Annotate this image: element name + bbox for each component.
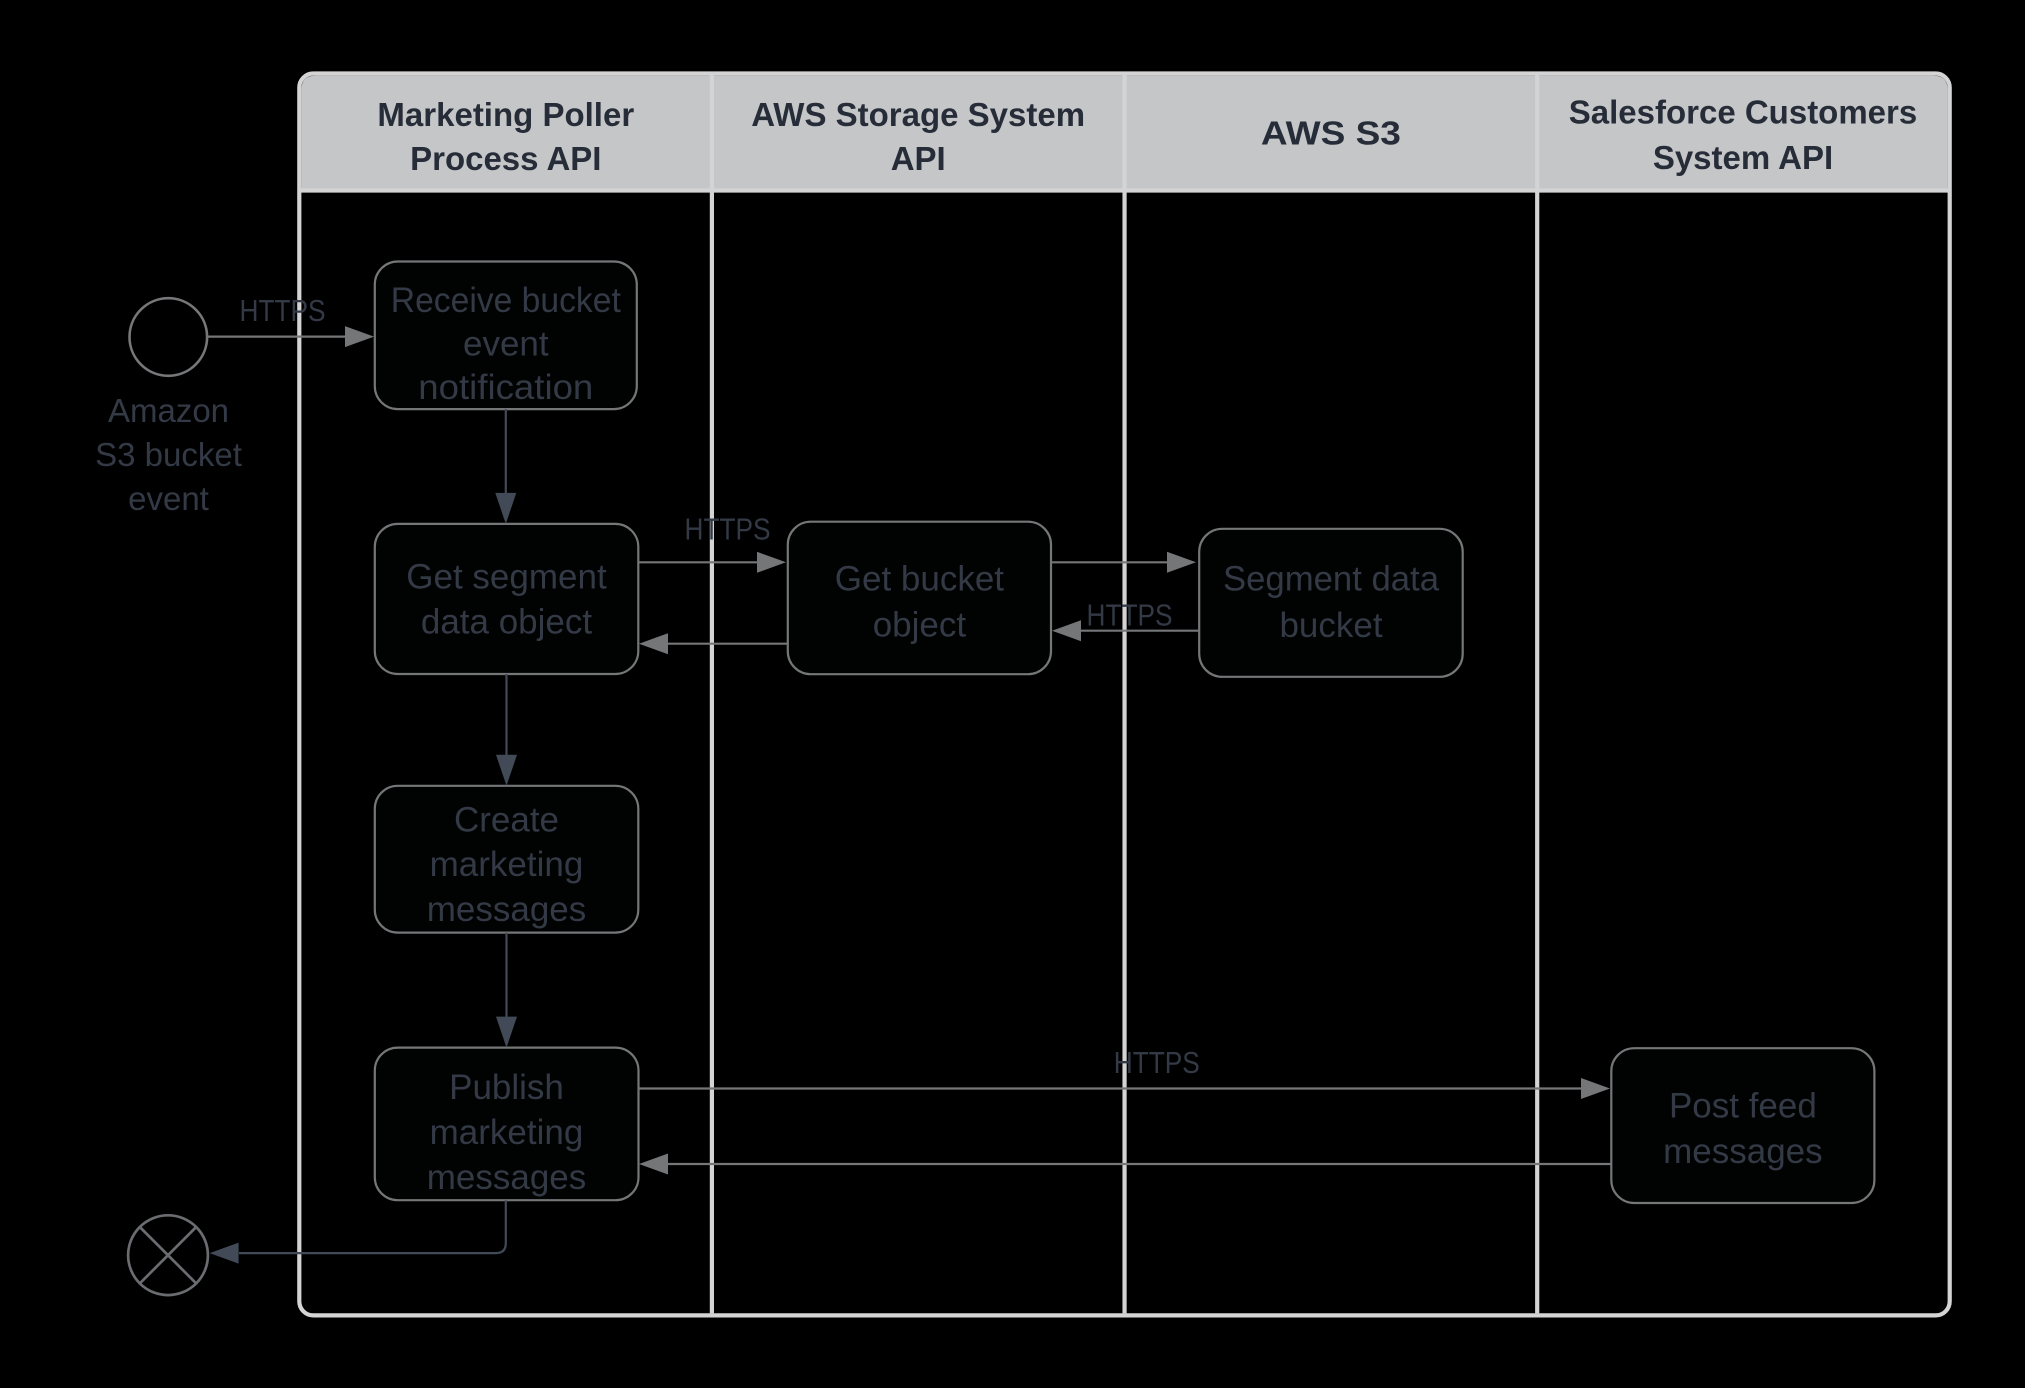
svg-text:event: event <box>463 325 549 364</box>
svg-text:AWS Storage System: AWS Storage System <box>751 96 1085 133</box>
svg-text:Amazon: Amazon <box>108 392 229 429</box>
svg-text:Get segment: Get segment <box>406 558 607 597</box>
svg-text:Get bucket: Get bucket <box>835 560 1005 599</box>
svg-text:Marketing Poller: Marketing Poller <box>377 96 634 133</box>
svg-text:System API: System API <box>1653 139 1833 176</box>
svg-text:HTTPS: HTTPS <box>1087 597 1173 632</box>
svg-text:Segment data: Segment data <box>1223 560 1440 599</box>
svg-text:HTTPS: HTTPS <box>1114 1045 1200 1080</box>
svg-text:HTTPS: HTTPS <box>685 511 771 546</box>
svg-text:AWS S3: AWS S3 <box>1261 115 1401 152</box>
svg-text:marketing: marketing <box>430 845 584 884</box>
svg-text:messages: messages <box>1663 1132 1823 1171</box>
svg-text:object: object <box>873 606 967 645</box>
svg-text:Process API: Process API <box>410 140 601 177</box>
svg-text:Receive bucket: Receive bucket <box>391 281 621 320</box>
svg-text:bucket: bucket <box>1279 606 1382 645</box>
svg-text:Salesforce Customers: Salesforce Customers <box>1569 94 1917 131</box>
svg-text:API: API <box>891 140 946 177</box>
svg-text:S3 bucket: S3 bucket <box>95 436 242 473</box>
svg-text:data object: data object <box>421 603 593 642</box>
svg-text:Create: Create <box>454 801 559 840</box>
svg-text:Post feed: Post feed <box>1669 1087 1817 1126</box>
svg-text:messages: messages <box>427 1158 587 1197</box>
svg-text:notification: notification <box>418 368 593 407</box>
svg-text:Publish: Publish <box>449 1068 564 1107</box>
svg-text:HTTPS: HTTPS <box>240 293 326 328</box>
svg-text:event: event <box>128 480 209 517</box>
svg-text:messages: messages <box>427 890 587 929</box>
svg-text:marketing: marketing <box>430 1113 584 1152</box>
